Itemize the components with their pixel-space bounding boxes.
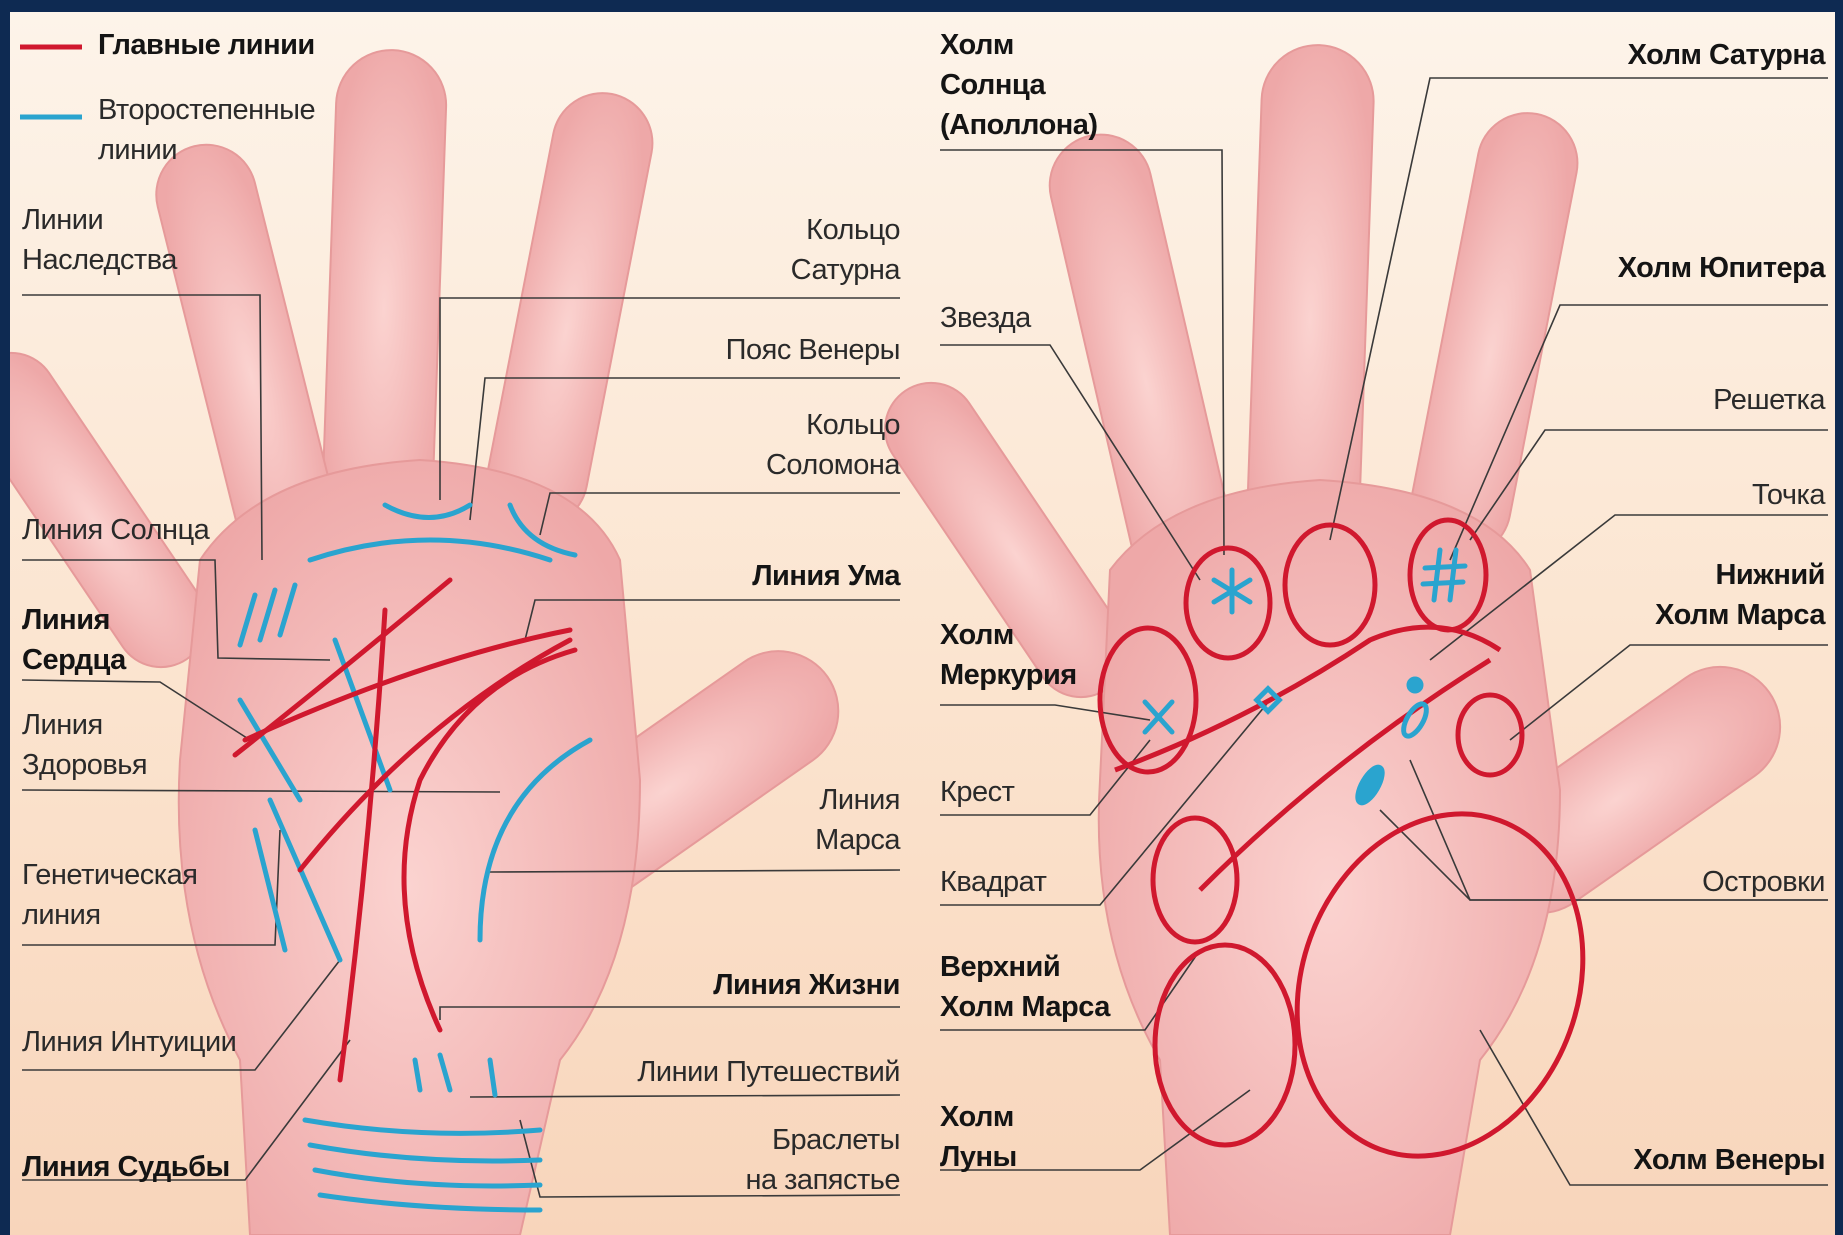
label-life-line: Линия Жизни [713,965,900,1005]
label-saturn-mount: Холм Сатурна [1628,35,1825,75]
label-dot: Точка [1752,475,1825,515]
label-mercury-mount: Холм Меркурия [940,615,1077,695]
label-solomon-ring: Кольцо Соломона [766,405,900,485]
label-grid: Решетка [1713,380,1825,420]
label-islands: Островки [1702,862,1825,902]
label-venus-mount: Холм Венеры [1633,1140,1825,1180]
label-star: Звезда [940,298,1031,338]
label-fate-line: Линия Судьбы [22,1147,230,1187]
frame-left [0,0,10,1235]
label-intuition-line: Линия Интуиции [22,1022,236,1062]
label-jupiter-mount: Холм Юпитера [1618,248,1825,288]
label-cross: Крест [940,772,1014,812]
frame-right [1835,0,1843,1235]
label-health-line: Линия Здоровья [22,705,147,785]
label-saturn-ring: Кольцо Сатурна [791,210,900,290]
label-genetic-line: Генетическая линия [22,855,197,935]
label-venus-belt: Пояс Венеры [726,330,900,370]
label-mars-line: Линия Марса [815,780,900,860]
frame-top [0,0,1843,12]
label-upper-mars-mount: Верхний Холм Марса [940,947,1110,1027]
label-moon-mount: Холм Луны [940,1097,1017,1177]
legend-main-label: Главные линии [98,25,315,65]
label-sun-mount: Холм Солнца (Аполлона) [940,25,1098,145]
label-sun-line: Линия Солнца [22,510,209,550]
label-travel-lines: Линии Путешествий [637,1052,900,1092]
label-wrist-bracelets: Браслеты на запястье [745,1120,900,1200]
label-lower-mars-mount: Нижний Холм Марса [1655,555,1825,635]
label-heredity-lines: Линии Наследства [22,200,177,280]
dot-symbol [1409,679,1421,691]
label-heart-line: Линия Сердца [22,600,126,680]
legend-secondary-label: Второстепенные линии [98,90,315,170]
label-mind-line: Линия Ума [752,556,900,596]
label-square: Квадрат [940,862,1046,902]
